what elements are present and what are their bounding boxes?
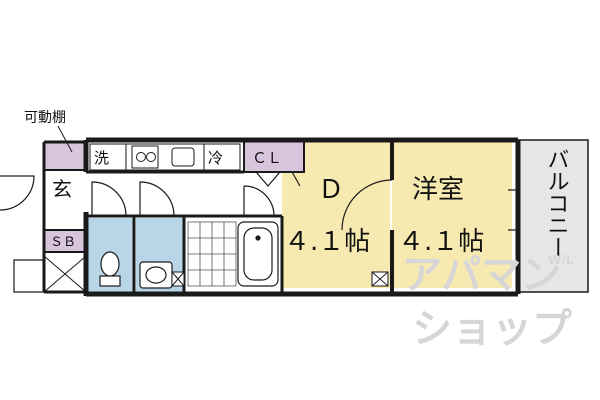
watermark: アパマン ショップ W/L (402, 252, 574, 352)
label-dining-size: ４.１帖 (284, 227, 370, 257)
closet-area (244, 140, 304, 172)
label-western-size: ４.１帖 (398, 227, 484, 257)
label-western-room: 洋室 (412, 175, 464, 205)
watermark-line2: ショップ (412, 306, 572, 352)
label-dining: Ｄ (318, 175, 344, 205)
watermark-line1: アパマン (402, 252, 561, 298)
label-fridge: 冷 (208, 149, 223, 167)
shelf-area (44, 142, 86, 170)
fridge-box (203, 143, 241, 171)
western-room-floor (392, 140, 512, 288)
bathroom-tile (187, 221, 237, 287)
kitchen-counter (89, 143, 241, 171)
sink-icon (171, 147, 195, 167)
washbasin-icon (139, 261, 173, 289)
vent-boxes (43, 255, 389, 293)
shelf-leader-line (57, 125, 73, 153)
bathtub-icon (237, 221, 279, 287)
washer-box (89, 143, 127, 171)
label-washer: 洗 (94, 149, 109, 167)
label-entrance: 玄 (52, 177, 72, 201)
watermark-corner: W/L (548, 253, 574, 267)
label-closet: ＣＬ (252, 149, 282, 167)
label-shelf: 可動棚 (24, 110, 66, 126)
toilet-icon (99, 251, 121, 287)
label-balcony: バルコニー (544, 148, 569, 258)
label-shoebox: ＳＢ (50, 235, 76, 250)
shoebox-area (44, 230, 86, 252)
balcony-area (518, 140, 588, 292)
